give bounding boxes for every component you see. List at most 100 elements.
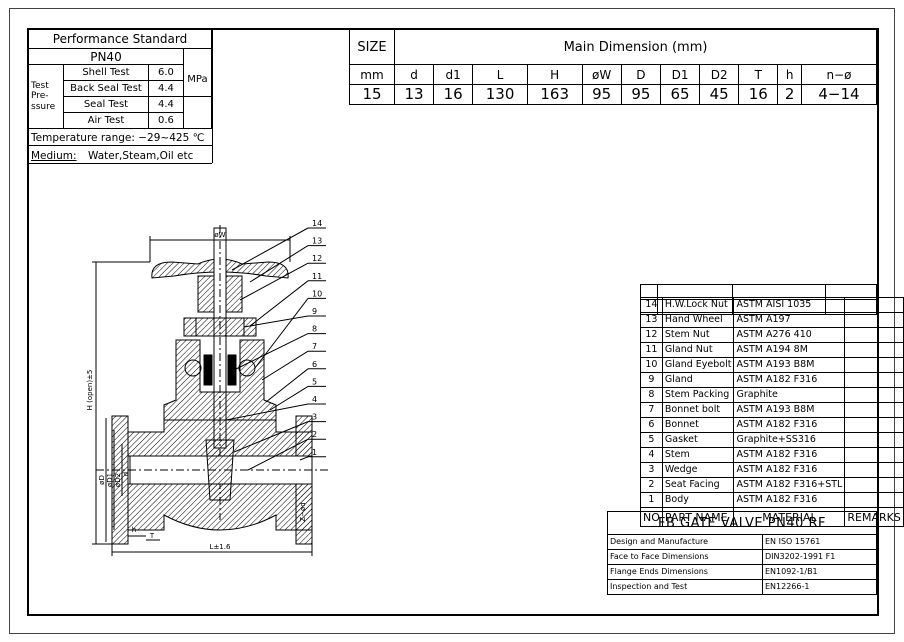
part-name: Hand Wheel xyxy=(661,312,735,328)
part-name: Stem xyxy=(661,447,735,463)
part-remarks xyxy=(844,387,904,403)
medium-label: Medium: xyxy=(31,150,77,162)
callout-number: 5 xyxy=(312,377,317,386)
gland-nut-left xyxy=(183,317,197,337)
part-remarks xyxy=(844,462,904,478)
part-no: 1 xyxy=(640,492,663,508)
note-divider xyxy=(28,145,212,146)
callout-number: 2 xyxy=(312,430,317,439)
part-remarks xyxy=(844,417,904,433)
packing xyxy=(203,354,213,386)
part-name: Bonnet bolt xyxy=(661,402,735,418)
part-material: ASTM A182 F316+STL xyxy=(733,477,846,493)
callout-number: 3 xyxy=(312,413,317,422)
dim-value: 16 xyxy=(433,84,474,105)
dim-h-small-label: h xyxy=(132,526,136,534)
part-no: 13 xyxy=(640,312,663,328)
callout-leader xyxy=(247,438,309,471)
part-remarks xyxy=(844,372,904,388)
standard-label: Face to Face Dimensions xyxy=(607,549,763,565)
part-no: 12 xyxy=(640,327,663,343)
callout-leader xyxy=(269,385,309,411)
standard-label: Flange Ends Dimensions xyxy=(607,564,763,580)
callout-leader xyxy=(225,403,309,421)
callout-leader xyxy=(231,227,309,271)
dim-w-label: øW xyxy=(214,231,225,239)
standard-label: Inspection and Test xyxy=(607,579,763,595)
part-name: Gasket xyxy=(661,432,735,448)
dim-value: 130 xyxy=(472,84,528,105)
part-remarks xyxy=(844,312,904,328)
callout-number: 9 xyxy=(312,307,317,316)
part-name: Stem Packing xyxy=(661,387,735,403)
callout-leader xyxy=(239,262,309,301)
callout-number: 7 xyxy=(312,342,317,351)
callout-number: 12 xyxy=(312,254,322,263)
part-remarks xyxy=(844,492,904,508)
callout-leader xyxy=(249,245,309,283)
part-material: ASTM A182 F316 xyxy=(733,417,846,433)
part-material: ASTM A193 B8M xyxy=(733,402,846,418)
part-material: ASTM A182 F316 xyxy=(733,372,846,388)
packing xyxy=(227,354,237,386)
part-name: Gland Nut xyxy=(661,342,735,358)
part-remarks xyxy=(844,327,904,343)
size-label: SIZE xyxy=(349,29,395,65)
dim-value: 45 xyxy=(699,84,740,105)
part-remarks xyxy=(844,447,904,463)
callout-number: 10 xyxy=(312,289,322,298)
callout-number: 8 xyxy=(312,325,317,334)
part-no: 5 xyxy=(640,432,663,448)
dim-value: 95 xyxy=(620,84,661,105)
dim-nz-label: Z−ød xyxy=(299,502,307,521)
callout-leader xyxy=(254,298,309,369)
title-block: FB GATE VALVE PN40 RF Design and Manufac… xyxy=(607,511,877,595)
standard-label: Design and Manufacture xyxy=(607,534,763,550)
part-name: Gland Eyebolt xyxy=(661,357,735,373)
dim-d1-label: øD1 xyxy=(106,473,114,487)
dim-t-label: T xyxy=(149,532,155,540)
part-name: Body xyxy=(661,492,735,508)
dim-h-label: H (open)±5 xyxy=(86,370,94,411)
dim-value: 95 xyxy=(581,84,622,105)
part-no: 2 xyxy=(640,477,663,493)
part-material: ASTM A193 B8M xyxy=(733,357,846,373)
part-remarks xyxy=(844,477,904,493)
part-no: 14 xyxy=(640,297,663,313)
part-no: 7 xyxy=(640,402,663,418)
part-no: 9 xyxy=(640,372,663,388)
part-name: Seat Facing xyxy=(661,477,735,493)
callout-leader xyxy=(261,350,309,381)
part-name: H.W.Lock Nut xyxy=(661,297,735,313)
standard-value: EN ISO 15761 xyxy=(762,534,877,550)
part-name: Wedge xyxy=(661,462,735,478)
standard-value: EN1092-1/B1 xyxy=(762,564,877,580)
temperature-range: Temperature range: −29~425 ℃ xyxy=(31,132,205,144)
standard-value: EN12266-1 xyxy=(762,579,877,595)
callout-number: 4 xyxy=(312,395,317,404)
callout-number: 11 xyxy=(312,272,322,281)
part-no: 8 xyxy=(640,387,663,403)
part-material: ASTM A276 410 xyxy=(733,327,846,343)
gland xyxy=(195,317,245,337)
callout-leader xyxy=(243,315,309,328)
part-no: 3 xyxy=(640,462,663,478)
part-material: ASTM A182 F316 xyxy=(733,447,846,463)
part-material: ASTM A182 F316 xyxy=(733,462,846,478)
callout-leader xyxy=(249,280,309,327)
part-material: Graphite+SS316 xyxy=(733,432,846,448)
part-no: 11 xyxy=(640,342,663,358)
part-remarks xyxy=(844,357,904,373)
part-material: ASTM A194 8M xyxy=(733,342,846,358)
dim-d-label: øD xyxy=(98,475,106,485)
dim-value: 15 xyxy=(349,84,395,105)
